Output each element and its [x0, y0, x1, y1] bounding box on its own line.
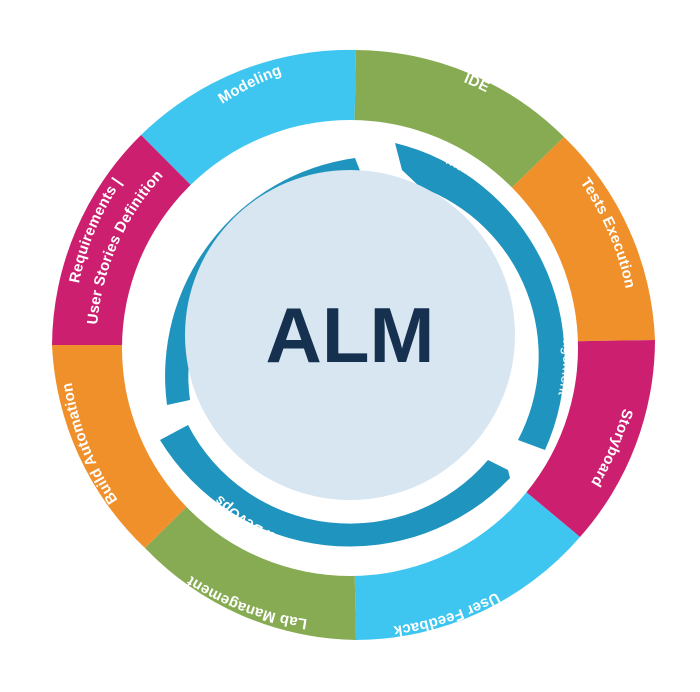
inner-arc-configuration[interactable] [160, 425, 510, 547]
center-title: ALM [266, 291, 435, 379]
center-circle [185, 170, 515, 500]
inner-arc-tests[interactable] [395, 143, 565, 450]
